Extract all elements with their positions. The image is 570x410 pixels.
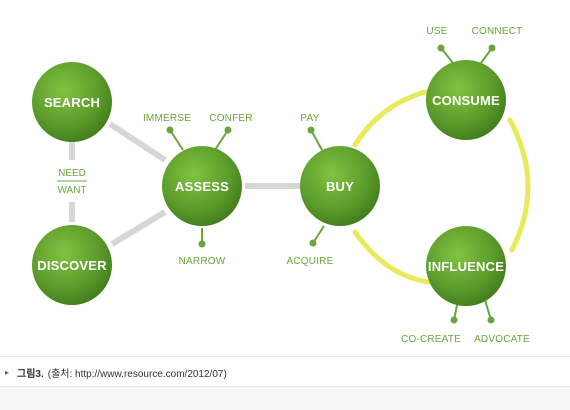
svg-text:BUY: BUY bbox=[326, 179, 354, 194]
label-acquire: ACQUIRE bbox=[287, 256, 334, 267]
svg-text:ASSESS: ASSESS bbox=[175, 179, 229, 194]
pin-dot bbox=[487, 316, 495, 324]
consumer-journey-diagram: SEARCH DISCOVER ASSESS BUY CONSUME INFLU… bbox=[32, 26, 531, 345]
label-narrow: NARROW bbox=[179, 256, 226, 267]
want-label: WANT bbox=[57, 185, 86, 196]
connector-discover-assess bbox=[110, 209, 167, 247]
pin-dot bbox=[450, 316, 458, 324]
need-want-label: NEED WANT bbox=[57, 168, 87, 196]
pin-dot bbox=[198, 240, 206, 248]
bottom-bar bbox=[0, 386, 570, 410]
need-label: NEED bbox=[58, 168, 86, 179]
bullet-icon: ▸ bbox=[5, 367, 10, 377]
label-connect: CONNECT bbox=[472, 26, 523, 37]
node-influence: INFLUENCE bbox=[426, 226, 506, 306]
pin-dot bbox=[166, 126, 174, 134]
figure-caption: ▸ 그림3. (출처: http://www.resource.com/2012… bbox=[0, 356, 570, 387]
svg-text:INFLUENCE: INFLUENCE bbox=[428, 259, 504, 274]
label-advocate: ADVOCATE bbox=[474, 334, 530, 345]
loop-buy-consume bbox=[352, 89, 428, 148]
label-confer: CONFER bbox=[209, 113, 252, 124]
pin-dot bbox=[309, 239, 317, 247]
svg-text:SEARCH: SEARCH bbox=[44, 95, 100, 110]
loop-influence-buy bbox=[352, 229, 431, 285]
label-pay: PAY bbox=[300, 113, 319, 124]
pin-dot bbox=[224, 126, 232, 134]
pin-dots bbox=[166, 44, 496, 324]
yellow-loop bbox=[352, 89, 531, 285]
label-immerse: IMMERSE bbox=[143, 113, 191, 124]
svg-text:CONSUME: CONSUME bbox=[432, 93, 500, 108]
gray-connectors bbox=[69, 121, 302, 247]
svg-text:DISCOVER: DISCOVER bbox=[37, 258, 107, 273]
loop-consume-influence bbox=[507, 117, 531, 253]
pin-dot bbox=[307, 126, 315, 134]
connector-search-assess bbox=[108, 121, 167, 163]
node-buy: BUY bbox=[300, 146, 380, 226]
label-use: USE bbox=[426, 26, 447, 37]
pin-dot bbox=[437, 44, 445, 52]
node-assess: ASSESS bbox=[162, 146, 242, 226]
node-discover: DISCOVER bbox=[32, 225, 112, 305]
label-co-create: CO-CREATE bbox=[401, 334, 461, 345]
caption-source: (출처: http://www.resource.com/2012/07) bbox=[47, 368, 227, 380]
pin-dot bbox=[488, 44, 496, 52]
node-consume: CONSUME bbox=[426, 60, 506, 140]
node-search: SEARCH bbox=[32, 62, 112, 142]
figure-number: 그림3. bbox=[17, 368, 44, 380]
